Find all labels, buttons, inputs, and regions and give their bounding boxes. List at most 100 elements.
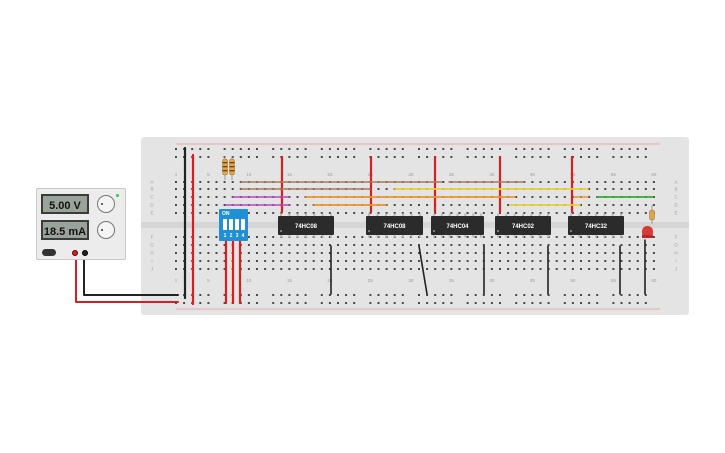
breadboard-hole [345,252,348,254]
power-switch[interactable] [42,249,56,256]
breadboard-hole [320,212,323,214]
rail-hole [563,302,566,304]
breadboard-hole [385,244,388,246]
negative-terminal[interactable] [82,250,88,256]
ic-pin [464,213,467,216]
ic-pin [321,213,324,216]
rail-hole [418,156,420,158]
breadboard-hole [434,252,437,254]
breadboard-hole [409,204,412,206]
rail-hole [199,156,202,158]
breadboard-hole [482,236,485,238]
breadboard-hole [215,268,218,270]
rail-hole [426,156,429,158]
breadboard-hole [596,260,599,262]
breadboard-hole [588,196,591,198]
voltage-knob[interactable] [97,195,115,213]
dip-toggle-2[interactable] [229,219,233,230]
ic-pin [305,235,307,238]
column-number: 40 [489,172,495,177]
breadboard-hole [401,204,404,206]
breadboard-hole [207,252,210,254]
breadboard-hole [272,268,275,270]
dip-switch[interactable]: ON 1 2 3 4 [219,209,248,241]
breadboard-hole [474,244,477,246]
rail-hole [442,302,445,304]
ic-pin [448,235,451,238]
breadboard-hole [426,236,429,238]
components [222,156,655,238]
breadboard-hole [604,244,607,246]
breadboard-hole [215,188,218,190]
breadboard-hole [612,212,615,214]
breadboard-hole [531,252,534,254]
ic-pin [376,235,379,238]
dip-toggle-1[interactable] [223,219,227,230]
ic-pin [578,213,581,216]
rail-hole [612,302,615,304]
positive-terminal[interactable] [72,250,78,256]
breadboard-hole [409,260,412,262]
rail-hole [644,156,647,158]
breadboard-hole [588,236,591,238]
breadboard-hole [426,260,429,262]
ic-pin [464,235,467,238]
rail-hole [547,156,550,158]
breadboard-hole [539,260,542,262]
breadboard-hole [523,260,526,262]
breadboard-hole [539,244,542,246]
breadboard-hole [531,196,534,198]
breadboard-hole [523,236,526,238]
power-supply: 5.00 V 18.5 mA [36,188,126,260]
breadboard-hole [409,212,412,214]
rail-hole [393,294,396,296]
breadboard-hole [507,236,510,238]
rail-hole [612,148,615,150]
rail-hole [636,302,639,304]
dip-toggle-3[interactable] [235,219,239,230]
rail-hole [328,294,331,296]
column-number: 1 [175,172,178,177]
rail-hole [345,302,348,304]
rail-hole [369,294,372,296]
ic-pin [410,213,413,216]
breadboard-hole [312,260,315,262]
ic-pin [296,213,299,216]
breadboard-hole [588,268,591,270]
breadboard-hole [418,252,420,254]
breadboard-hole [199,268,202,270]
row-letter: A [150,180,153,185]
breadboard-hole [515,252,518,254]
breadboard-hole [401,252,404,254]
breadboard-hole [288,252,291,254]
breadboard-hole [555,244,558,246]
breadboard-hole [458,236,461,238]
rail-hole [620,156,623,158]
rail-hole [563,294,566,296]
dip-toggle-4[interactable] [241,219,245,230]
rail-hole [612,156,615,158]
breadboard-hole [652,268,655,270]
ic-pin [472,213,475,216]
rail-hole [328,148,331,150]
breadboard-hole [442,181,445,183]
breadboard-hole [458,252,461,254]
column-number: 5 [207,172,210,177]
breadboard-hole [199,204,202,206]
breadboard-hole [628,181,631,183]
breadboard-hole [507,204,510,206]
breadboard-hole [628,204,631,206]
rail-hole [401,294,404,296]
breadboard-hole [353,252,356,254]
breadboard-hole [288,260,291,262]
breadboard-hole [450,204,453,206]
current-knob[interactable] [97,221,115,239]
rail-hole [175,156,177,158]
rail-hole [385,156,388,158]
rail-hole [328,302,331,304]
rail-hole [353,302,356,304]
breadboard-hole [652,196,655,198]
column-number: 1 [175,278,178,283]
breadboard-hole [215,236,218,238]
rail-hole [490,294,493,296]
